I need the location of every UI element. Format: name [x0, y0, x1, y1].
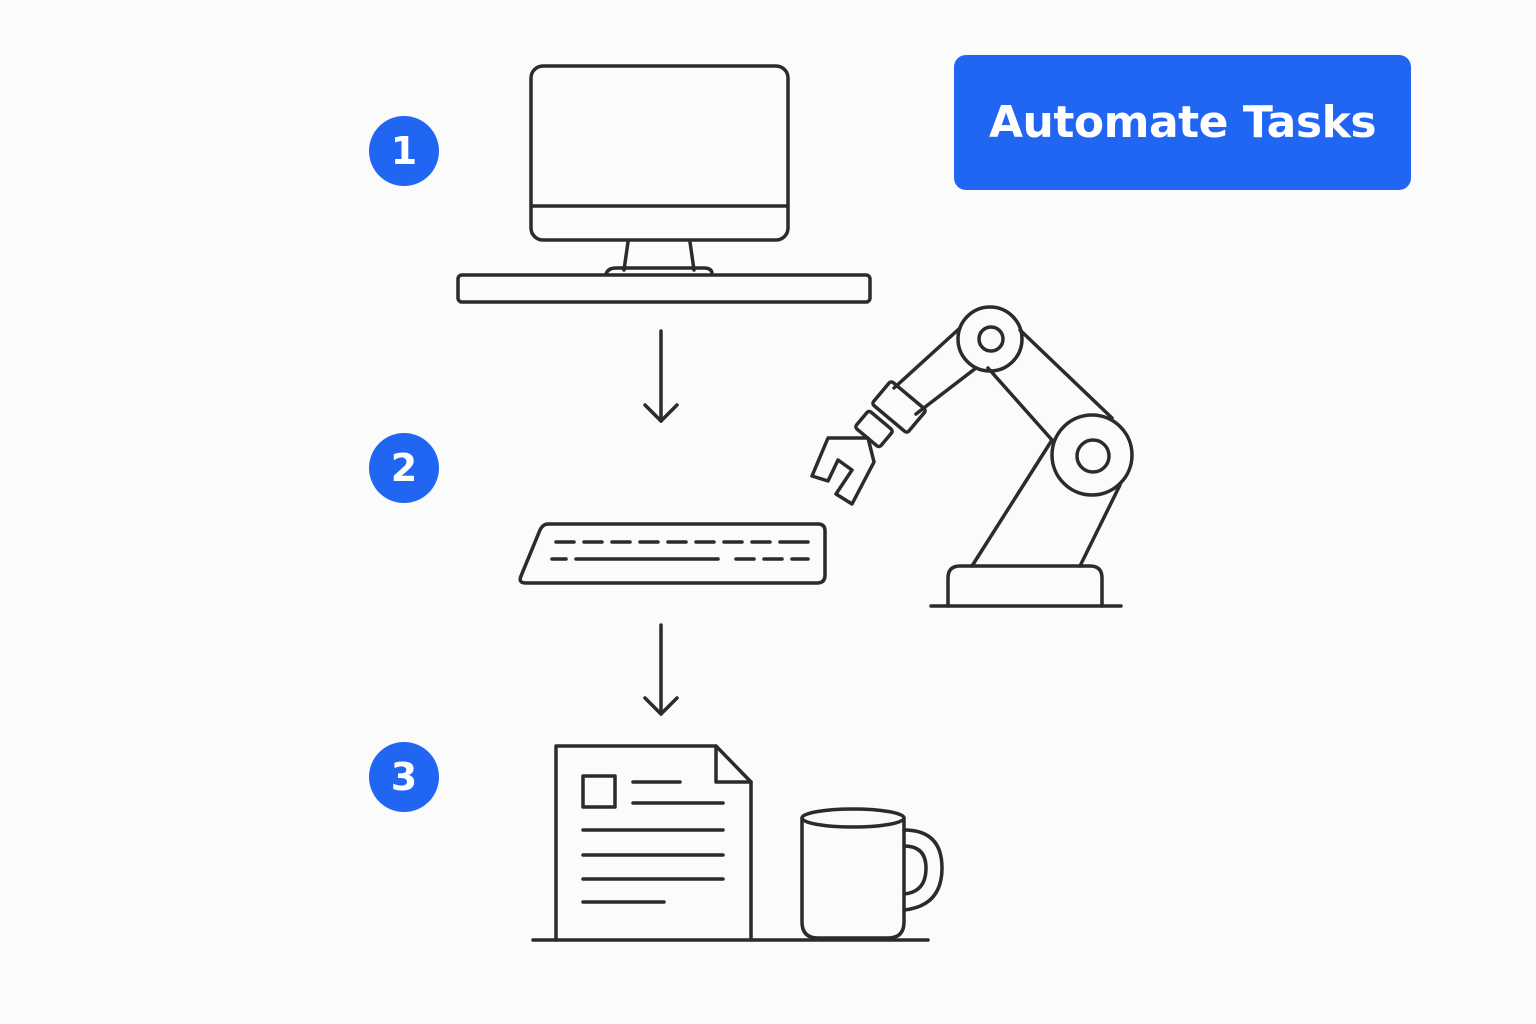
- step-3-badge: 3: [369, 742, 439, 812]
- robot-arm-icon: [810, 305, 1134, 608]
- coffee-mug-icon: [800, 807, 944, 940]
- document-icon: [554, 744, 753, 942]
- automate-tasks-button[interactable]: Automate Tasks: [954, 55, 1411, 190]
- step-1-badge: 1: [369, 116, 439, 186]
- keyboard-icon: [518, 522, 827, 585]
- step-2-badge: 2: [369, 433, 439, 503]
- arrow-down-icon: [643, 329, 679, 423]
- arrow-down-icon: [643, 623, 679, 716]
- computer-monitor-icon: [456, 64, 872, 304]
